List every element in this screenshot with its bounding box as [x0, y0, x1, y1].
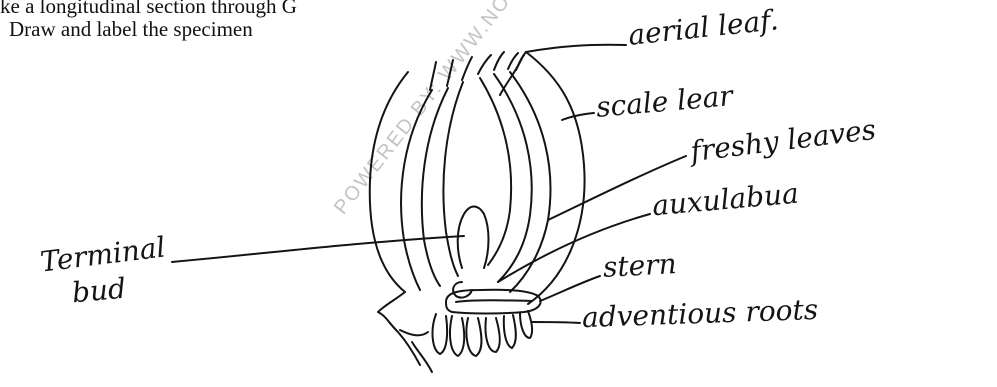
aerial-leaf-strands	[430, 52, 524, 90]
fleshy-leaf-right-2	[494, 74, 532, 282]
label-stem: stern	[602, 250, 677, 282]
root-base-scribble	[400, 330, 432, 372]
fleshy-leaf-left-1	[401, 90, 432, 290]
terminal-bud	[458, 207, 489, 269]
adventitious-roots	[433, 311, 533, 356]
leader-aerial-leaf	[526, 45, 626, 52]
stem-inner-line	[456, 300, 532, 302]
leader-terminal-bud	[172, 236, 464, 262]
label-terminal-bud-line-2: bud	[71, 275, 127, 308]
leader-stem	[540, 276, 600, 301]
fleshy-leaf-left-3	[443, 82, 463, 276]
label-adventitious-roots: adventious roots	[582, 296, 819, 332]
leader-scale-leaf	[562, 113, 594, 120]
bulb-left-outline	[378, 292, 420, 365]
leader-adventitious-roots	[532, 322, 580, 323]
fleshy-leaf-right-3	[480, 78, 511, 265]
